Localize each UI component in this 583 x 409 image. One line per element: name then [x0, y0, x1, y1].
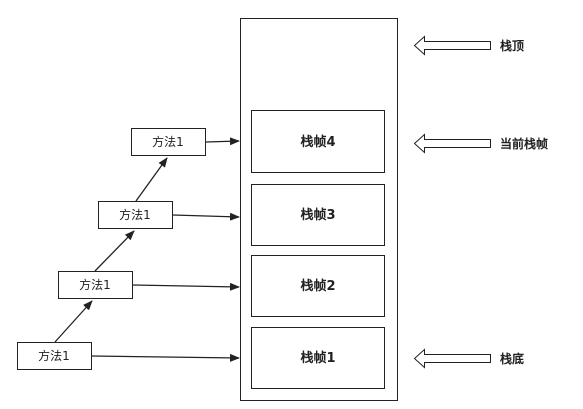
hollow-arrow-left-icon	[413, 35, 491, 56]
stack-top-label: 栈顶	[500, 38, 524, 53]
stack-frame-1: 栈帧1	[251, 327, 385, 389]
stack-top-pointer: 栈顶	[413, 35, 524, 56]
stack-frame-2: 栈帧2	[251, 255, 385, 317]
arrow-method-1-to-frame-1	[91, 353, 240, 362]
method-box-4: 方法1	[131, 128, 206, 156]
method-box-1: 方法1	[17, 342, 92, 370]
stack-frame-4-label: 栈帧4	[300, 134, 335, 150]
method-box-3-label: 方法1	[119, 207, 151, 222]
method-box-1-label: 方法1	[38, 348, 70, 363]
stack-bottom-pointer: 栈底	[413, 348, 524, 369]
arrow-method-2-to-frame-2	[132, 282, 240, 291]
stack-frame-1-label: 栈帧1	[300, 350, 335, 366]
method-box-2-label: 方法1	[79, 277, 111, 292]
current-frame-pointer: 当前栈帧	[413, 133, 548, 154]
hollow-arrow-left-icon	[413, 133, 491, 154]
arrow-method-3-to-frame-3	[172, 212, 240, 221]
stack-frame-3-label: 栈帧3	[300, 207, 335, 223]
stack-frame-3: 栈帧3	[251, 184, 385, 246]
method-box-3: 方法1	[98, 201, 173, 229]
hollow-arrow-left-icon	[413, 348, 491, 369]
arrow-call-2-to-3	[94, 230, 135, 272]
arrow-call-1-to-2	[54, 300, 93, 343]
stack-frame-4: 栈帧4	[251, 110, 385, 173]
method-box-4-label: 方法1	[152, 134, 184, 149]
method-box-2: 方法1	[58, 271, 133, 299]
stack-bottom-label: 栈底	[500, 351, 524, 366]
arrow-method-4-to-frame-4	[205, 137, 240, 146]
arrow-call-3-to-4	[135, 157, 168, 202]
stack-frame-2-label: 栈帧2	[300, 278, 335, 294]
current-frame-label: 当前栈帧	[500, 136, 548, 151]
